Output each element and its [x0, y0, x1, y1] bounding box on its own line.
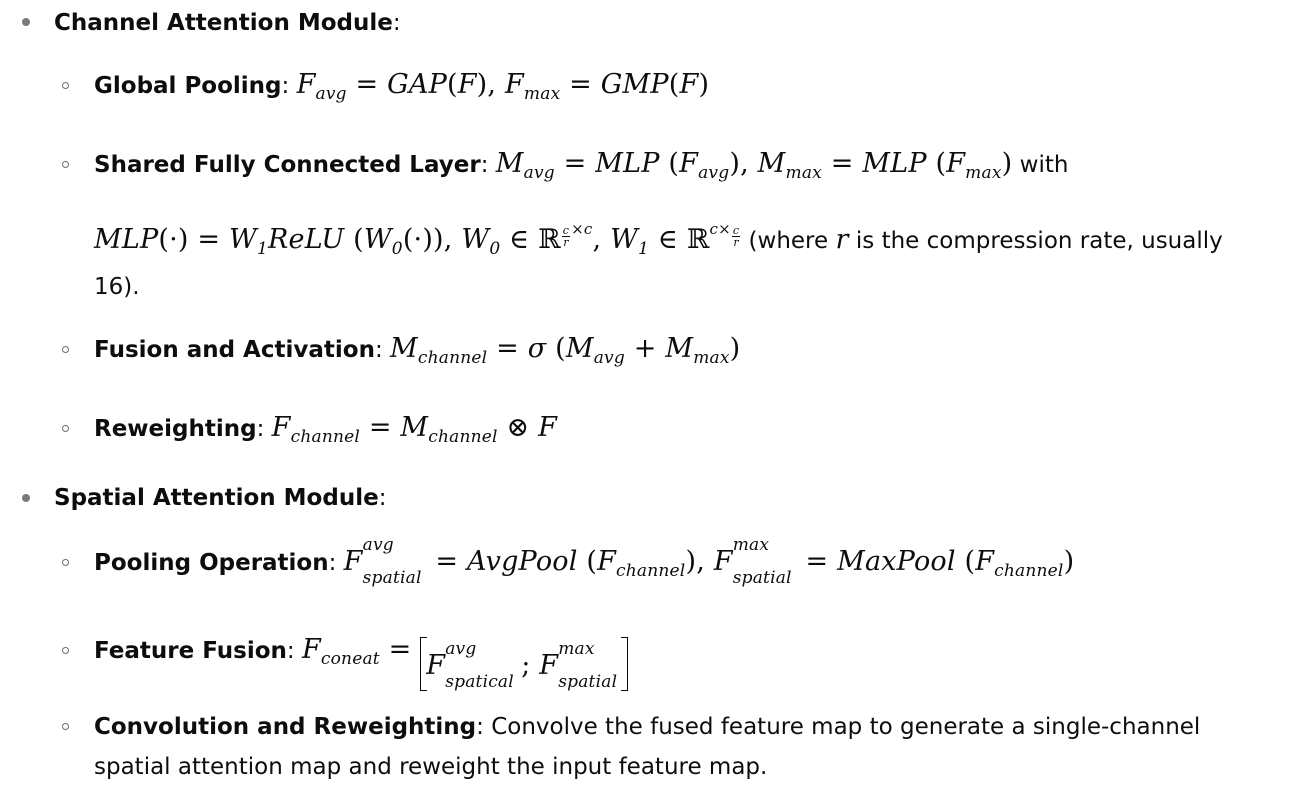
colon: :: [476, 714, 484, 740]
bullet-disc: [22, 18, 30, 26]
item-label: Feature Fusion: [94, 638, 287, 664]
colon: :: [392, 10, 401, 36]
note-continuation: 16).: [94, 272, 140, 302]
reweighting-item: Reweighting: Fchannel = Mchannel ⊗ F: [94, 412, 558, 448]
item-label: Reweighting: [94, 416, 257, 442]
bullet-circle: [62, 723, 69, 730]
bullet-circle: [62, 82, 69, 89]
item-label: Shared Fully Connected Layer: [94, 152, 481, 178]
note-end: 16).: [94, 274, 140, 300]
item-label: Global Pooling: [94, 73, 282, 99]
item-label: Pooling Operation: [94, 550, 329, 576]
heading-label: Channel Attention Module: [54, 10, 393, 36]
global-pooling-item: Global Pooling: Favg = GAP(F), Fmax = GM…: [94, 69, 710, 105]
bullet-circle: [62, 647, 69, 654]
heading-label: Spatial Attention Module: [54, 485, 379, 511]
fusion-item: Fusion and Activation: Mchannel = σ (Mav…: [94, 333, 741, 369]
note-text: is the compression rate, usually: [855, 228, 1223, 254]
global-pooling-formula: Favg = GAP(F), Fmax = GMP(F): [296, 69, 710, 105]
item-label: Fusion and Activation: [94, 337, 375, 363]
reweighting-formula: Fchannel = Mchannel ⊗ F: [271, 412, 558, 448]
colon: :: [328, 550, 337, 576]
bullet-circle: [62, 161, 69, 168]
colon: :: [378, 485, 387, 511]
note-open: (where: [748, 228, 829, 254]
bullet-circle: [62, 559, 69, 566]
item-label: Convolution and Reweighting: [94, 714, 477, 740]
colon: :: [256, 416, 265, 442]
fusion-formula: Mchannel = σ (Mavg + Mmax): [390, 333, 741, 369]
colon: :: [480, 152, 489, 178]
convolution-text: Convolve the fused feature map to genera…: [94, 714, 1201, 780]
convolution-item: Convolution and Reweighting: Convolve th…: [94, 707, 1270, 787]
spatial-attention-heading: Spatial Attention Module:: [54, 483, 386, 513]
colon: :: [374, 337, 383, 363]
colon: :: [281, 73, 290, 99]
note-variable: r: [835, 224, 849, 255]
bullet-circle: [62, 425, 69, 432]
bullet-circle: [62, 346, 69, 353]
shared-fc-item: Shared Fully Connected Layer: Mavg = MLP…: [94, 148, 1069, 184]
with-text: with: [1019, 152, 1069, 178]
shared-fc-formula: Mavg = MLP (Favg), Mmax = MLP (Fmax): [495, 148, 1013, 184]
colon: :: [286, 638, 295, 664]
bullet-disc: [22, 494, 30, 502]
channel-attention-heading: Channel Attention Module:: [54, 8, 401, 38]
